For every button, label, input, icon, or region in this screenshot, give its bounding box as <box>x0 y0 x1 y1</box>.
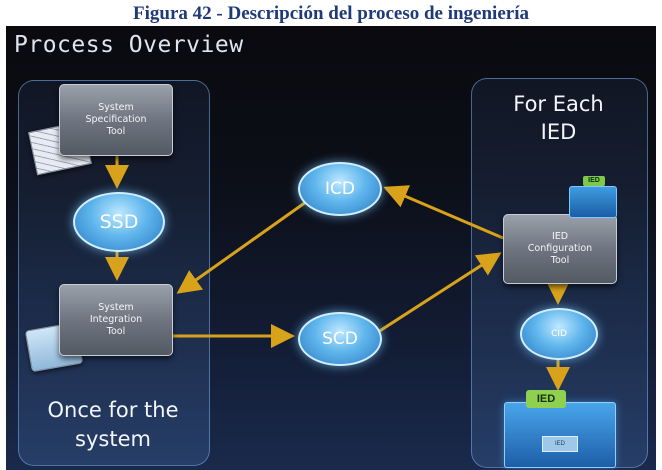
ied-large-tag: IED <box>526 390 566 408</box>
ied-small-tag: IED <box>583 176 605 186</box>
ied-configuration-tool: IED Configuration Tool <box>503 214 617 284</box>
scd-node: SCD <box>298 312 382 366</box>
arrow-icd-to-integration <box>176 200 307 294</box>
ssd-node: SSD <box>73 192 165 252</box>
arrow-iedcfg-to-icd <box>383 185 504 240</box>
system-specification-tool: System Specification Tool <box>59 84 173 156</box>
slide-title: Process Overview <box>14 32 244 58</box>
ied-device-large-icon <box>504 402 616 468</box>
process-slide: Process Overview System Specification To… <box>6 26 656 470</box>
left-panel-label: Once for the system <box>47 398 179 451</box>
right-panel-label: For Each IED <box>513 92 604 144</box>
system-integration-tool: System Integration Tool <box>59 284 173 356</box>
arrow-scd-to-iedcfg <box>377 252 502 334</box>
ied-device-small-icon <box>569 186 617 218</box>
icd-node: ICD <box>298 162 382 216</box>
cid-node: CID <box>520 308 598 360</box>
figure-caption: Figura 42 - Descripción del proceso de i… <box>133 3 529 24</box>
ied-large-inner-label: IED <box>542 436 578 452</box>
process-arrows <box>105 155 570 391</box>
